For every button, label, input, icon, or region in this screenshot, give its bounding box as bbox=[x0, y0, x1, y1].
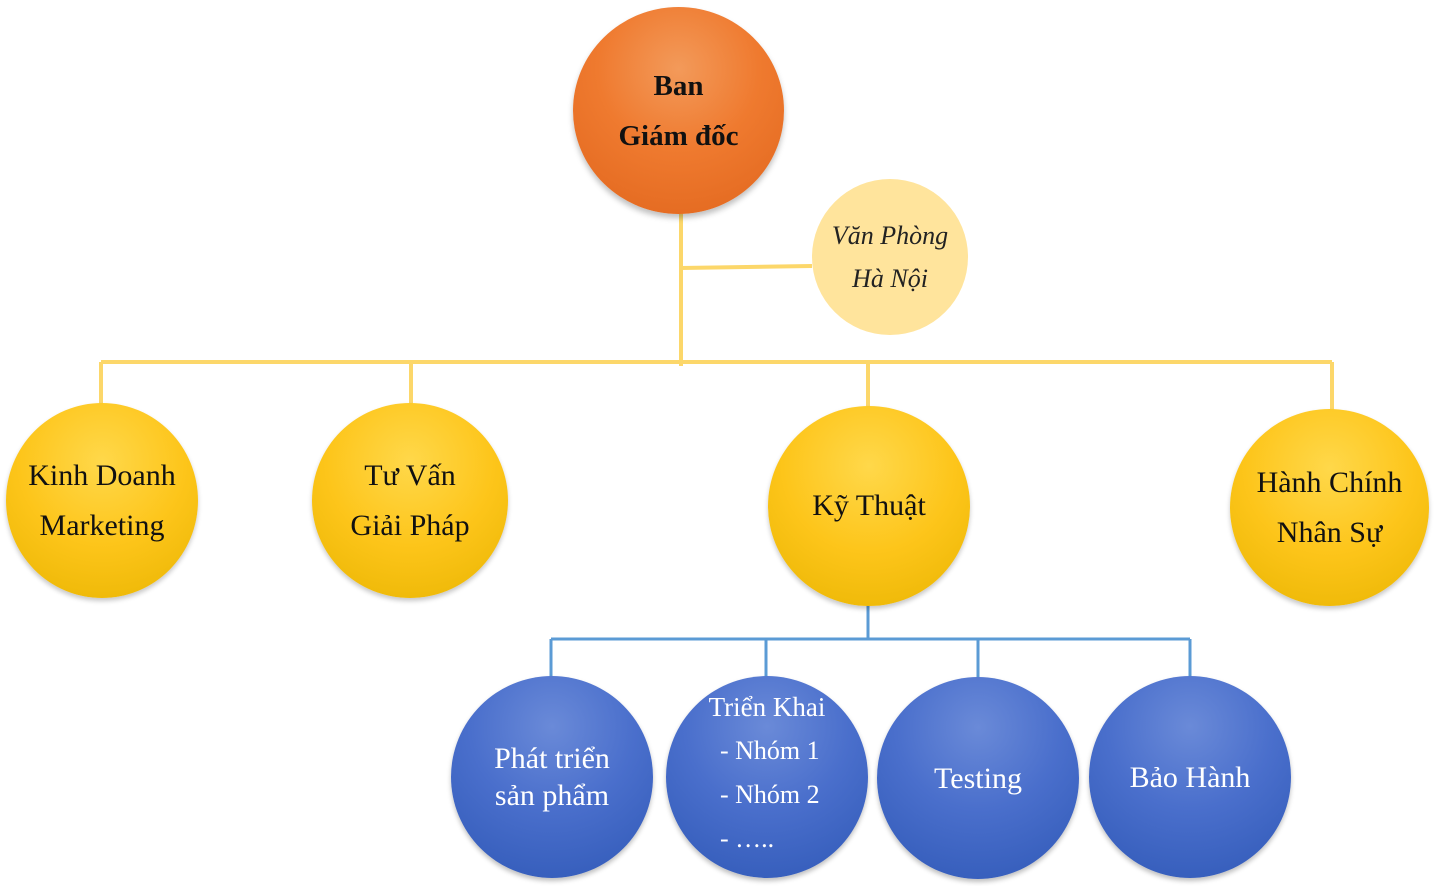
team-subgroup-item: - ….. bbox=[720, 824, 775, 853]
department-label-line1: Kỹ Thuật bbox=[812, 489, 926, 522]
team-label-line1: Bảo Hành bbox=[1129, 760, 1251, 794]
department-label-line1: Kinh Doanh bbox=[28, 458, 176, 492]
team-node-bao-hanh: Bảo Hành bbox=[1089, 676, 1291, 878]
office-node: Văn Phòng Hà Nội bbox=[812, 179, 968, 335]
department-label-line1: Tư Vấn bbox=[364, 458, 456, 492]
department-label-line1: Hành Chính bbox=[1256, 465, 1403, 499]
department-label-line2: Nhân Sự bbox=[1276, 515, 1383, 549]
team-subgroup-item: - Nhóm 1 bbox=[720, 736, 820, 765]
team-label-line1: Phát triển bbox=[494, 742, 610, 775]
director-node: Ban Giám đốc bbox=[573, 7, 784, 214]
team-label-line2: sản phẩm bbox=[494, 779, 610, 812]
office-label-line2: Hà Nội bbox=[852, 264, 928, 293]
director-label-line1: Ban bbox=[653, 69, 704, 102]
team-label-line1: Testing bbox=[934, 761, 1022, 795]
team-node-trien-khai: Triển Khai - Nhóm 1 - Nhóm 2 - ….. bbox=[666, 676, 868, 878]
director-label-line2: Giám đốc bbox=[618, 119, 739, 152]
department-node-ky-thuat: Kỹ Thuật bbox=[768, 406, 970, 606]
department-label-line2: Marketing bbox=[39, 508, 165, 542]
office-branch bbox=[680, 264, 813, 270]
team-node-testing: Testing bbox=[877, 677, 1079, 879]
department-node-hanh-chinh: Hành Chính Nhân Sự bbox=[1230, 409, 1429, 606]
department-node-tu-van: Tư Vấn Giải Pháp bbox=[312, 403, 508, 598]
department-label-line2: Giải Pháp bbox=[350, 508, 470, 542]
team-label-title: Triển Khai bbox=[708, 692, 826, 722]
team-node-phat-trien: Phát triển sản phẩm bbox=[451, 676, 653, 878]
blue-connectors bbox=[549, 604, 1192, 679]
office-label-line1: Văn Phòng bbox=[831, 221, 949, 250]
department-node-kinh-doanh: Kinh Doanh Marketing bbox=[6, 403, 198, 598]
yellow-connectors bbox=[99, 212, 1334, 411]
team-subgroup-item: - Nhóm 2 bbox=[720, 780, 820, 809]
